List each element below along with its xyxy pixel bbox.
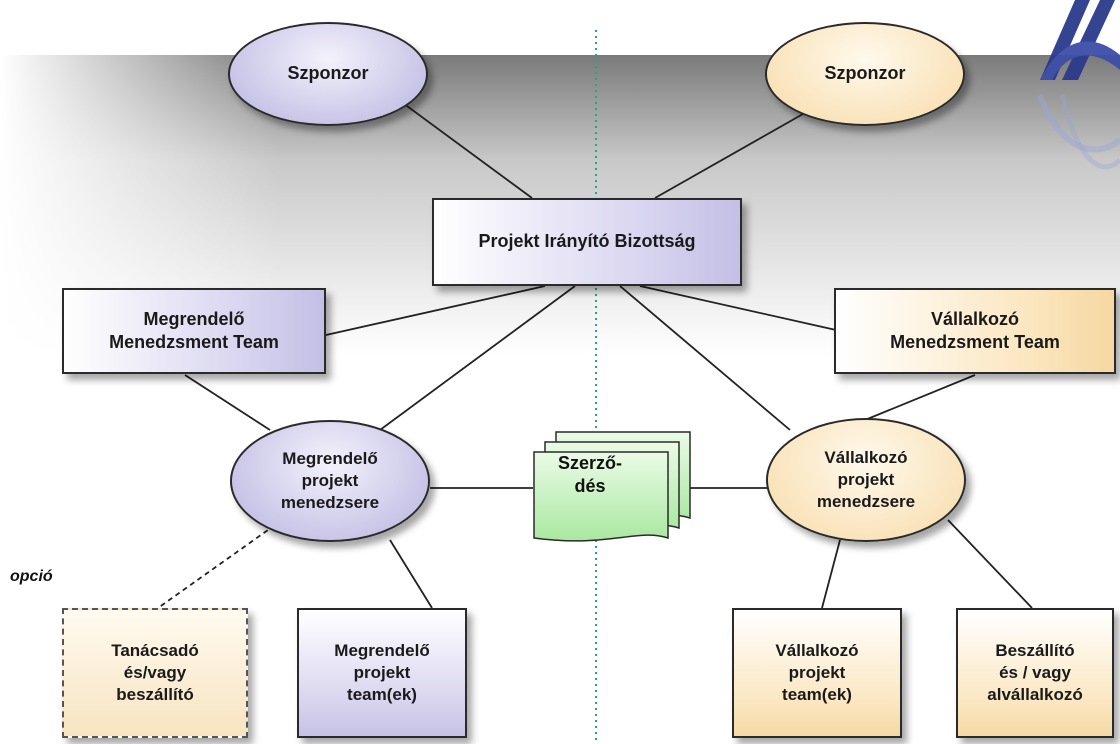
edge-sponsor-right-pib [654, 109, 811, 199]
edge-mmt-pib [325, 285, 546, 336]
steering-committee-box: Projekt Irányító Bizottság [432, 198, 742, 286]
customer-project-team-label: Megrendelő projekt team(ek) [334, 640, 430, 705]
customer-management-team-label: Megrendelő Menedzsment Team [109, 308, 279, 352]
customer-management-team-box: Megrendelő Menedzsment Team [62, 288, 326, 374]
consultant-label: Tanácsadó és/vagy beszállító [111, 640, 199, 705]
edge-sponsor-left-pib [391, 94, 533, 199]
contract-label: Szerző- dés [557, 453, 622, 497]
sponsor-contractor-ellipse: Szponzor [765, 22, 965, 126]
edge-mmt-mpm [184, 374, 271, 431]
sponsor-customer-label: Szponzor [287, 63, 369, 84]
customer-project-team-box: Megrendelő projekt team(ek) [297, 608, 467, 738]
edge-mpm-consultant-option [157, 524, 276, 609]
edge-vmt-vpm [864, 374, 976, 421]
customer-project-manager-ellipse: Megrendelő projekt menedzsere [230, 420, 430, 542]
supplier-box: Beszállító és / vagy alvállalkozó [956, 608, 1114, 738]
sponsor-contractor-label: Szponzor [824, 63, 906, 84]
contractor-management-team-label: Vállalkozó Menedzsment Team [890, 308, 1060, 352]
edge-vmt-pib [639, 285, 837, 331]
option-label: opció [10, 568, 53, 585]
contractor-management-team-box: Vállalkozó Menedzsment Team [834, 288, 1116, 374]
contractor-project-team-box: Vállalkozó projekt team(ek) [732, 608, 902, 738]
consultant-box: Tanácsadó és/vagy beszállító [62, 608, 248, 738]
edge-mpm-team [389, 539, 433, 609]
edge-mpm-pib [379, 285, 576, 431]
customer-project-manager-label: Megrendelő projekt menedzsere [280, 448, 380, 513]
contractor-project-team-label: Vállalkozó projekt team(ek) [775, 640, 859, 705]
contractor-project-manager-label: Vállalkozó projekt menedzsere [816, 447, 916, 512]
logo-icon [1037, 0, 1120, 170]
edge-vpm-supplier [947, 519, 1033, 609]
steering-committee-label: Projekt Irányító Bizottság [478, 231, 696, 252]
edge-vpm-pib [619, 285, 791, 431]
supplier-label: Beszállító és / vagy alvállalkozó [987, 640, 1083, 705]
sponsor-customer-ellipse: Szponzor [228, 22, 428, 126]
contractor-project-manager-ellipse: Vállalkozó projekt menedzsere [766, 418, 966, 542]
connectors [157, 94, 1033, 609]
edge-vpm-team [821, 539, 841, 609]
contract-document-icon [533, 431, 691, 542]
